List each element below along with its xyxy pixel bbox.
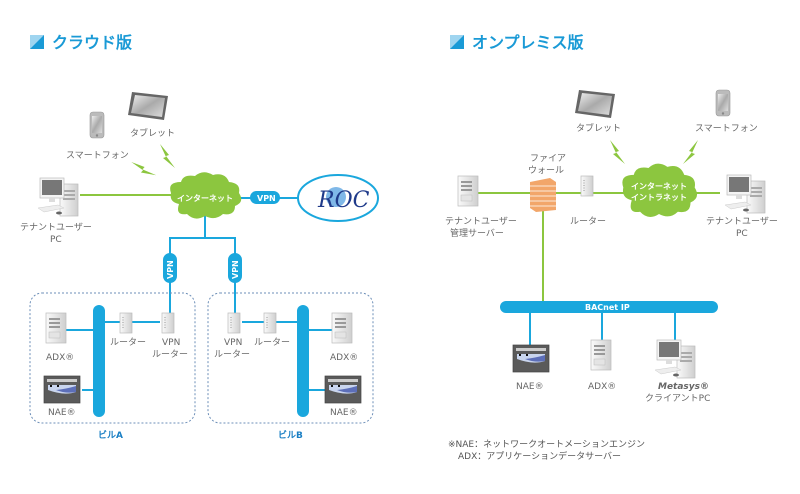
- adx-label: ADX®: [588, 382, 616, 392]
- vpn-badge-b: VPN: [228, 253, 242, 283]
- vpn-link-b: [205, 237, 236, 315]
- vpn-router-icon: [227, 312, 241, 334]
- tenant-pc-label-2: PC: [50, 235, 62, 245]
- nae-device-icon: [324, 375, 362, 404]
- svg-text:ROC: ROC: [317, 188, 370, 213]
- vpn-router-label-2: ルーター: [214, 349, 250, 360]
- tablet-label: タブレット: [130, 127, 175, 139]
- wireless-bolt-icon: [131, 154, 157, 183]
- lan-bus: [297, 305, 309, 417]
- bacnet-bus: BACnet IP: [500, 301, 718, 313]
- router-icon: [580, 175, 594, 197]
- wireless-bolt-icon: [610, 140, 625, 164]
- tablet-icon: [128, 92, 168, 120]
- cloud-section-title: クラウド版: [52, 33, 132, 52]
- wireless-bolt-icon: [683, 140, 698, 164]
- router-icon: [119, 312, 133, 334]
- section-marker-icon: [30, 35, 44, 49]
- adx-label: ADX®: [330, 353, 358, 363]
- svg-text:BACnet IP: BACnet IP: [585, 303, 630, 312]
- nae-label: NAE®: [330, 408, 358, 418]
- tenant-pc-label-2: PC: [736, 229, 748, 239]
- building-b-label: ビルB: [278, 429, 303, 441]
- adx-server-icon: [590, 339, 612, 371]
- building-b: VPN ルーター ルーター ADX® NAE®: [207, 292, 374, 424]
- footnote-adx: ADX：アプリケーションデータサーバー: [458, 450, 621, 462]
- router-icon: [263, 312, 277, 334]
- cloud-section: クラウド版 タブレット スマートフォン テナントユーザー PC インターネット …: [20, 33, 379, 441]
- management-server-label: テナントユーザー: [445, 216, 517, 227]
- metasys-label: Metasys®: [658, 382, 709, 392]
- tenant-pc-icon: [37, 177, 79, 217]
- metasys-label-2: クライアントPC: [645, 393, 710, 404]
- tablet-label: タブレット: [576, 122, 621, 134]
- smartphone-label: スマートフォン: [695, 124, 758, 134]
- router-label: ルーター: [110, 337, 146, 348]
- adx-server-icon: [45, 312, 67, 344]
- vpn-router-icon: [161, 312, 175, 334]
- vpn-router-label: VPN: [224, 338, 242, 348]
- cloud-label: インターネット: [631, 181, 687, 191]
- metasys-client-pc-icon: [654, 339, 696, 379]
- tenant-pc-label: テナントユーザー: [706, 216, 778, 227]
- smartphone-icon: [715, 89, 731, 117]
- section-marker-icon: [450, 35, 464, 49]
- vpn-badge: VPN: [250, 191, 280, 204]
- tenant-pc-icon: [724, 174, 766, 214]
- nae-label: NAE®: [48, 408, 76, 418]
- vpn-router-label-2: ルーター: [152, 349, 188, 360]
- router-label: ルーター: [254, 337, 290, 348]
- vpn-badge-a: VPN: [163, 253, 177, 283]
- internet-label: インターネット: [177, 193, 233, 203]
- nae-device-icon: [43, 375, 81, 404]
- roc-logo: ROC: [297, 174, 379, 222]
- lan-bus: [93, 305, 105, 417]
- svg-text:VPN: VPN: [257, 194, 276, 203]
- adx-label: ADX®: [46, 353, 74, 363]
- firewall-label: ファイア: [530, 154, 566, 164]
- building-a-label: ビルA: [98, 429, 123, 441]
- cloud-label-2: イントラネット: [631, 192, 687, 202]
- router-label: ルーター: [570, 216, 606, 227]
- svg-text:VPN: VPN: [166, 260, 175, 279]
- footnote-nae: ※NAE：ネットワークオートメーションエンジン: [448, 439, 645, 450]
- onprem-section-title: オンプレミス版: [472, 33, 584, 52]
- vpn-router-label: VPN: [162, 338, 180, 348]
- adx-server-icon: [331, 312, 353, 344]
- tablet-icon: [575, 90, 615, 118]
- tenant-pc-label: テナントユーザー: [20, 222, 92, 233]
- svg-text:VPN: VPN: [231, 260, 240, 279]
- firewall-label-2: ウォール: [528, 165, 564, 176]
- smartphone-label: スマートフォン: [66, 151, 129, 161]
- onprem-section: オンプレミス版 タブレット スマートフォン テナントユーザー 管理サーバー ファ…: [445, 33, 778, 462]
- wireless-bolt-icon: [160, 144, 175, 168]
- management-server-icon: [457, 175, 479, 207]
- firewall-icon: [530, 178, 556, 212]
- building-a: ADX® NAE® ルーター VPN ルーター: [29, 292, 196, 424]
- management-server-label-2: 管理サーバー: [450, 227, 504, 239]
- nae-device-icon: [512, 344, 550, 373]
- smartphone-icon: [89, 111, 105, 139]
- nae-label: NAE®: [516, 382, 544, 392]
